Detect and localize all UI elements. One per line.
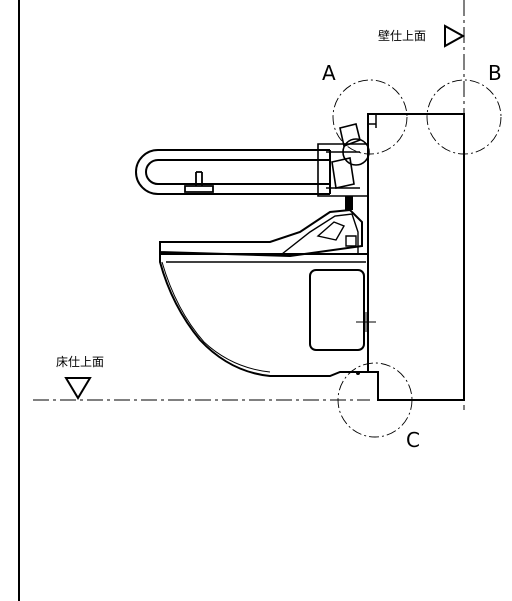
detail-label-c: C: [406, 428, 420, 452]
hinge-wing-lower: [331, 157, 355, 189]
floor-surface-triangle-marker: [64, 377, 92, 400]
detail-circle-a: [332, 79, 408, 155]
toilet-bowl: [159, 253, 369, 377]
detail-label-b: B: [488, 61, 502, 85]
bracket-post: [345, 196, 353, 210]
wall-surface-label: 壁仕上面: [378, 28, 426, 43]
toilet-seat-lid: [159, 208, 363, 258]
wall-surface-triangle-marker: [444, 24, 466, 48]
detail-label-a: A: [322, 61, 336, 85]
hinge-wing-upper: [339, 123, 361, 148]
grab-bar-lever: [184, 171, 214, 193]
small-dot-mark: [356, 371, 360, 375]
floor-surface-label: 床仕上面: [56, 355, 104, 369]
hinge-pivot: [342, 138, 370, 166]
washlet-detail: [316, 221, 357, 247]
bowl-side-panel: [309, 269, 365, 351]
bowl-outer-contour: [161, 261, 271, 373]
grab-bar: [135, 149, 330, 195]
carrier-frame: [367, 113, 465, 401]
